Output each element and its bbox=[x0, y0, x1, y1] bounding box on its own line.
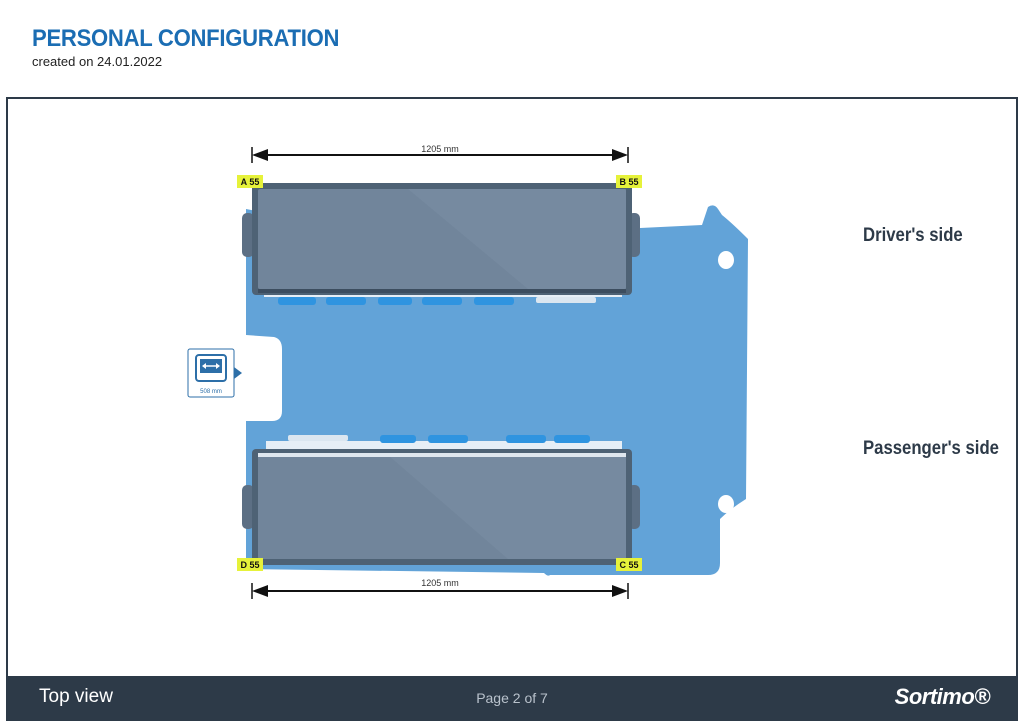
corner-label-a: A 55 bbox=[237, 175, 263, 188]
corner-label-d: D 55 bbox=[237, 558, 263, 571]
module-bottom bbox=[242, 449, 640, 565]
top-dimension: 1205 mm bbox=[251, 144, 629, 163]
wheel-hole-bottom bbox=[718, 495, 734, 513]
width-badge: 508 mm bbox=[187, 348, 242, 398]
corner-label-b: B 55 bbox=[616, 175, 642, 188]
module-top bbox=[242, 183, 640, 295]
drivers-side-label: Driver's side bbox=[863, 225, 963, 246]
corner-label-c: C 55 bbox=[616, 558, 642, 571]
top-view-plan: 1205 mm bbox=[187, 144, 748, 599]
wheel-hole-top bbox=[718, 251, 734, 269]
page-indicator: Page 2 of 7 bbox=[476, 690, 548, 706]
width-badge-label: 508 mm bbox=[200, 389, 222, 395]
sortimo-logo: Sortimo® bbox=[894, 684, 991, 709]
created-date: created on 24.01.2022 bbox=[32, 54, 163, 69]
view-label: Top view bbox=[39, 686, 113, 707]
svg-text:D 55: D 55 bbox=[240, 560, 259, 570]
lower-rail bbox=[266, 435, 622, 451]
svg-text:A 55: A 55 bbox=[241, 177, 260, 187]
page-title: PERSONAL CONFIGURATION bbox=[32, 25, 340, 52]
bottom-dimension: 1205 mm bbox=[251, 578, 629, 599]
svg-text:C 55: C 55 bbox=[619, 560, 638, 570]
bottom-dimension-label: 1205 mm bbox=[421, 578, 459, 588]
passengers-side-label: Passenger's side bbox=[863, 438, 999, 459]
svg-text:B 55: B 55 bbox=[619, 177, 638, 187]
top-dimension-label: 1205 mm bbox=[421, 144, 459, 154]
footer-bar: Top view Page 2 of 7 Sortimo® bbox=[6, 676, 1018, 721]
plan-frame: 1205 mm bbox=[6, 97, 1018, 721]
